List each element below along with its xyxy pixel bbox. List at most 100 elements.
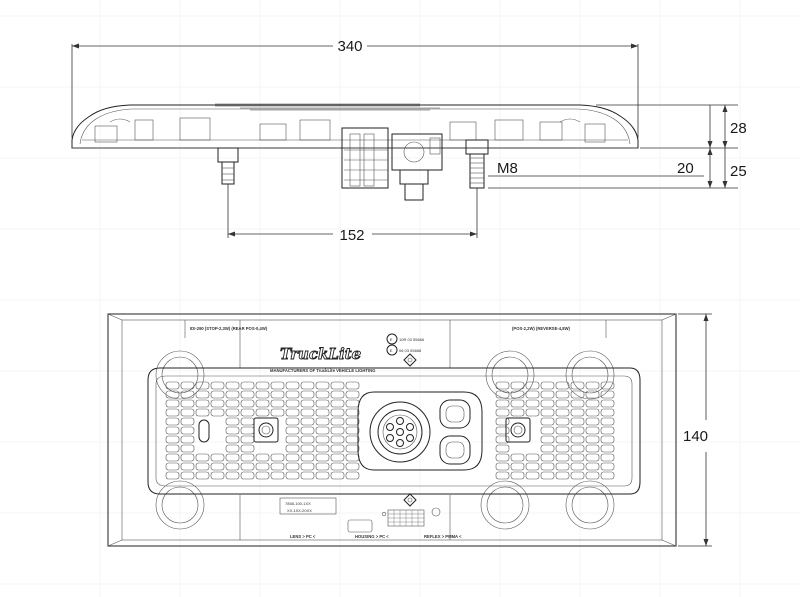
reflex-cell (600, 462, 615, 471)
reflex-cell (600, 381, 615, 390)
reflex-cell (285, 462, 300, 471)
reflex-cell (255, 408, 270, 417)
svg-text:E: E (390, 337, 393, 342)
reflex-cell (285, 408, 300, 417)
reflex-cell (495, 408, 510, 417)
reflex-cell (285, 426, 300, 435)
reflex-cell (600, 426, 615, 435)
reflex-cell (300, 390, 315, 399)
reflex-cell (195, 381, 210, 390)
reflex-cell (585, 444, 600, 453)
reflex-cell (330, 381, 345, 390)
reflex-cell (165, 426, 180, 435)
reflex-cell (165, 381, 180, 390)
reflex-cell (300, 435, 315, 444)
reflex-cell (330, 390, 345, 399)
reflex-cell (345, 453, 360, 462)
reflex-cell (525, 381, 540, 390)
reflex-cell (315, 435, 330, 444)
reflex-cell (165, 435, 180, 444)
reflex-cell (210, 471, 225, 480)
reflex-cell (600, 390, 615, 399)
reflex-cell (225, 390, 240, 399)
reflex-cell (300, 408, 315, 417)
reflex-cell (330, 417, 345, 426)
reflex-cell (240, 399, 255, 408)
reflex-cell (210, 462, 225, 471)
reflex-cell (540, 381, 555, 390)
reflex-cell (330, 408, 345, 417)
reflex-cell (585, 417, 600, 426)
reflex-cell (225, 462, 240, 471)
reflex-cell (570, 453, 585, 462)
reflex-cell (210, 408, 225, 417)
reflex-cell (570, 417, 585, 426)
reflex-cell (585, 399, 600, 408)
reflex-cell (315, 417, 330, 426)
reflex-cell (255, 390, 270, 399)
reflex-cell (510, 408, 525, 417)
reflex-cell (180, 462, 195, 471)
reflex-cell (180, 444, 195, 453)
reflex-cell (540, 471, 555, 480)
reflex-cell (555, 471, 570, 480)
dim-overall-length-label: 340 (337, 38, 362, 55)
reflex-cell (540, 444, 555, 453)
reflex-cell (555, 435, 570, 444)
reflex-cell (495, 444, 510, 453)
reflex-cell (540, 399, 555, 408)
reflex-cell (585, 426, 600, 435)
tagline: MANUFACTURERS OF TruckLite VEHICLE LIGHT… (270, 368, 375, 373)
reflex-cell (195, 462, 210, 471)
reflex-cell (555, 426, 570, 435)
dim-base-depth-label: 20 (677, 160, 694, 177)
left-top-code: IDI-290 (STOP-2,3W) (REAR POS-0,4W) (190, 326, 268, 331)
reflex-cell (255, 381, 270, 390)
side-view: 340 28 20 25 M8 152 (71, 38, 747, 244)
breather-marks (403, 353, 417, 507)
left-stud (217, 147, 239, 185)
reflex-cell (315, 453, 330, 462)
reflex-cell (495, 399, 510, 408)
reflex-cell (165, 462, 180, 471)
reflex-cell (555, 381, 570, 390)
reflex-cell (525, 408, 540, 417)
reflex-cell (330, 462, 345, 471)
reflex-cell (285, 453, 300, 462)
reflex-cell (570, 426, 585, 435)
reflex-cell (225, 408, 240, 417)
housing-material-mark: HOUSING > PC < (355, 534, 389, 539)
svg-text:E: E (390, 348, 393, 353)
reflex-cell (555, 408, 570, 417)
reflex-cell (495, 417, 510, 426)
reflex-cell (525, 471, 540, 480)
reflex-cell (195, 399, 210, 408)
reflex-cell (195, 390, 210, 399)
reflex-cell (600, 399, 615, 408)
reflex-cell (495, 471, 510, 480)
reflex-cell (255, 462, 270, 471)
reflex-cell (495, 426, 510, 435)
reflex-cell (315, 462, 330, 471)
reflex-cell (330, 444, 345, 453)
reflex-cell (210, 390, 225, 399)
reflex-cell (555, 444, 570, 453)
reflex-cell (255, 471, 270, 480)
front-view: E E TruckLite MANUFACTURERS OF TruckLite… (107, 313, 712, 547)
dim-height-label: 28 (730, 120, 747, 137)
reflex-cell (300, 462, 315, 471)
dim-stud-spacing-label: 152 (339, 227, 364, 244)
reflex-cell (315, 426, 330, 435)
reflex-cell (225, 435, 240, 444)
reflex-cell (555, 462, 570, 471)
reflex-cell (555, 390, 570, 399)
brand-logo: TruckLite (280, 345, 361, 363)
reflex-cell (315, 399, 330, 408)
reflex-cell (495, 462, 510, 471)
reflex-cell (240, 426, 255, 435)
reflex-cell (585, 381, 600, 390)
dim-width-label: 140 (683, 428, 708, 445)
reflex-cell (285, 471, 300, 480)
reflex-cell (570, 390, 585, 399)
